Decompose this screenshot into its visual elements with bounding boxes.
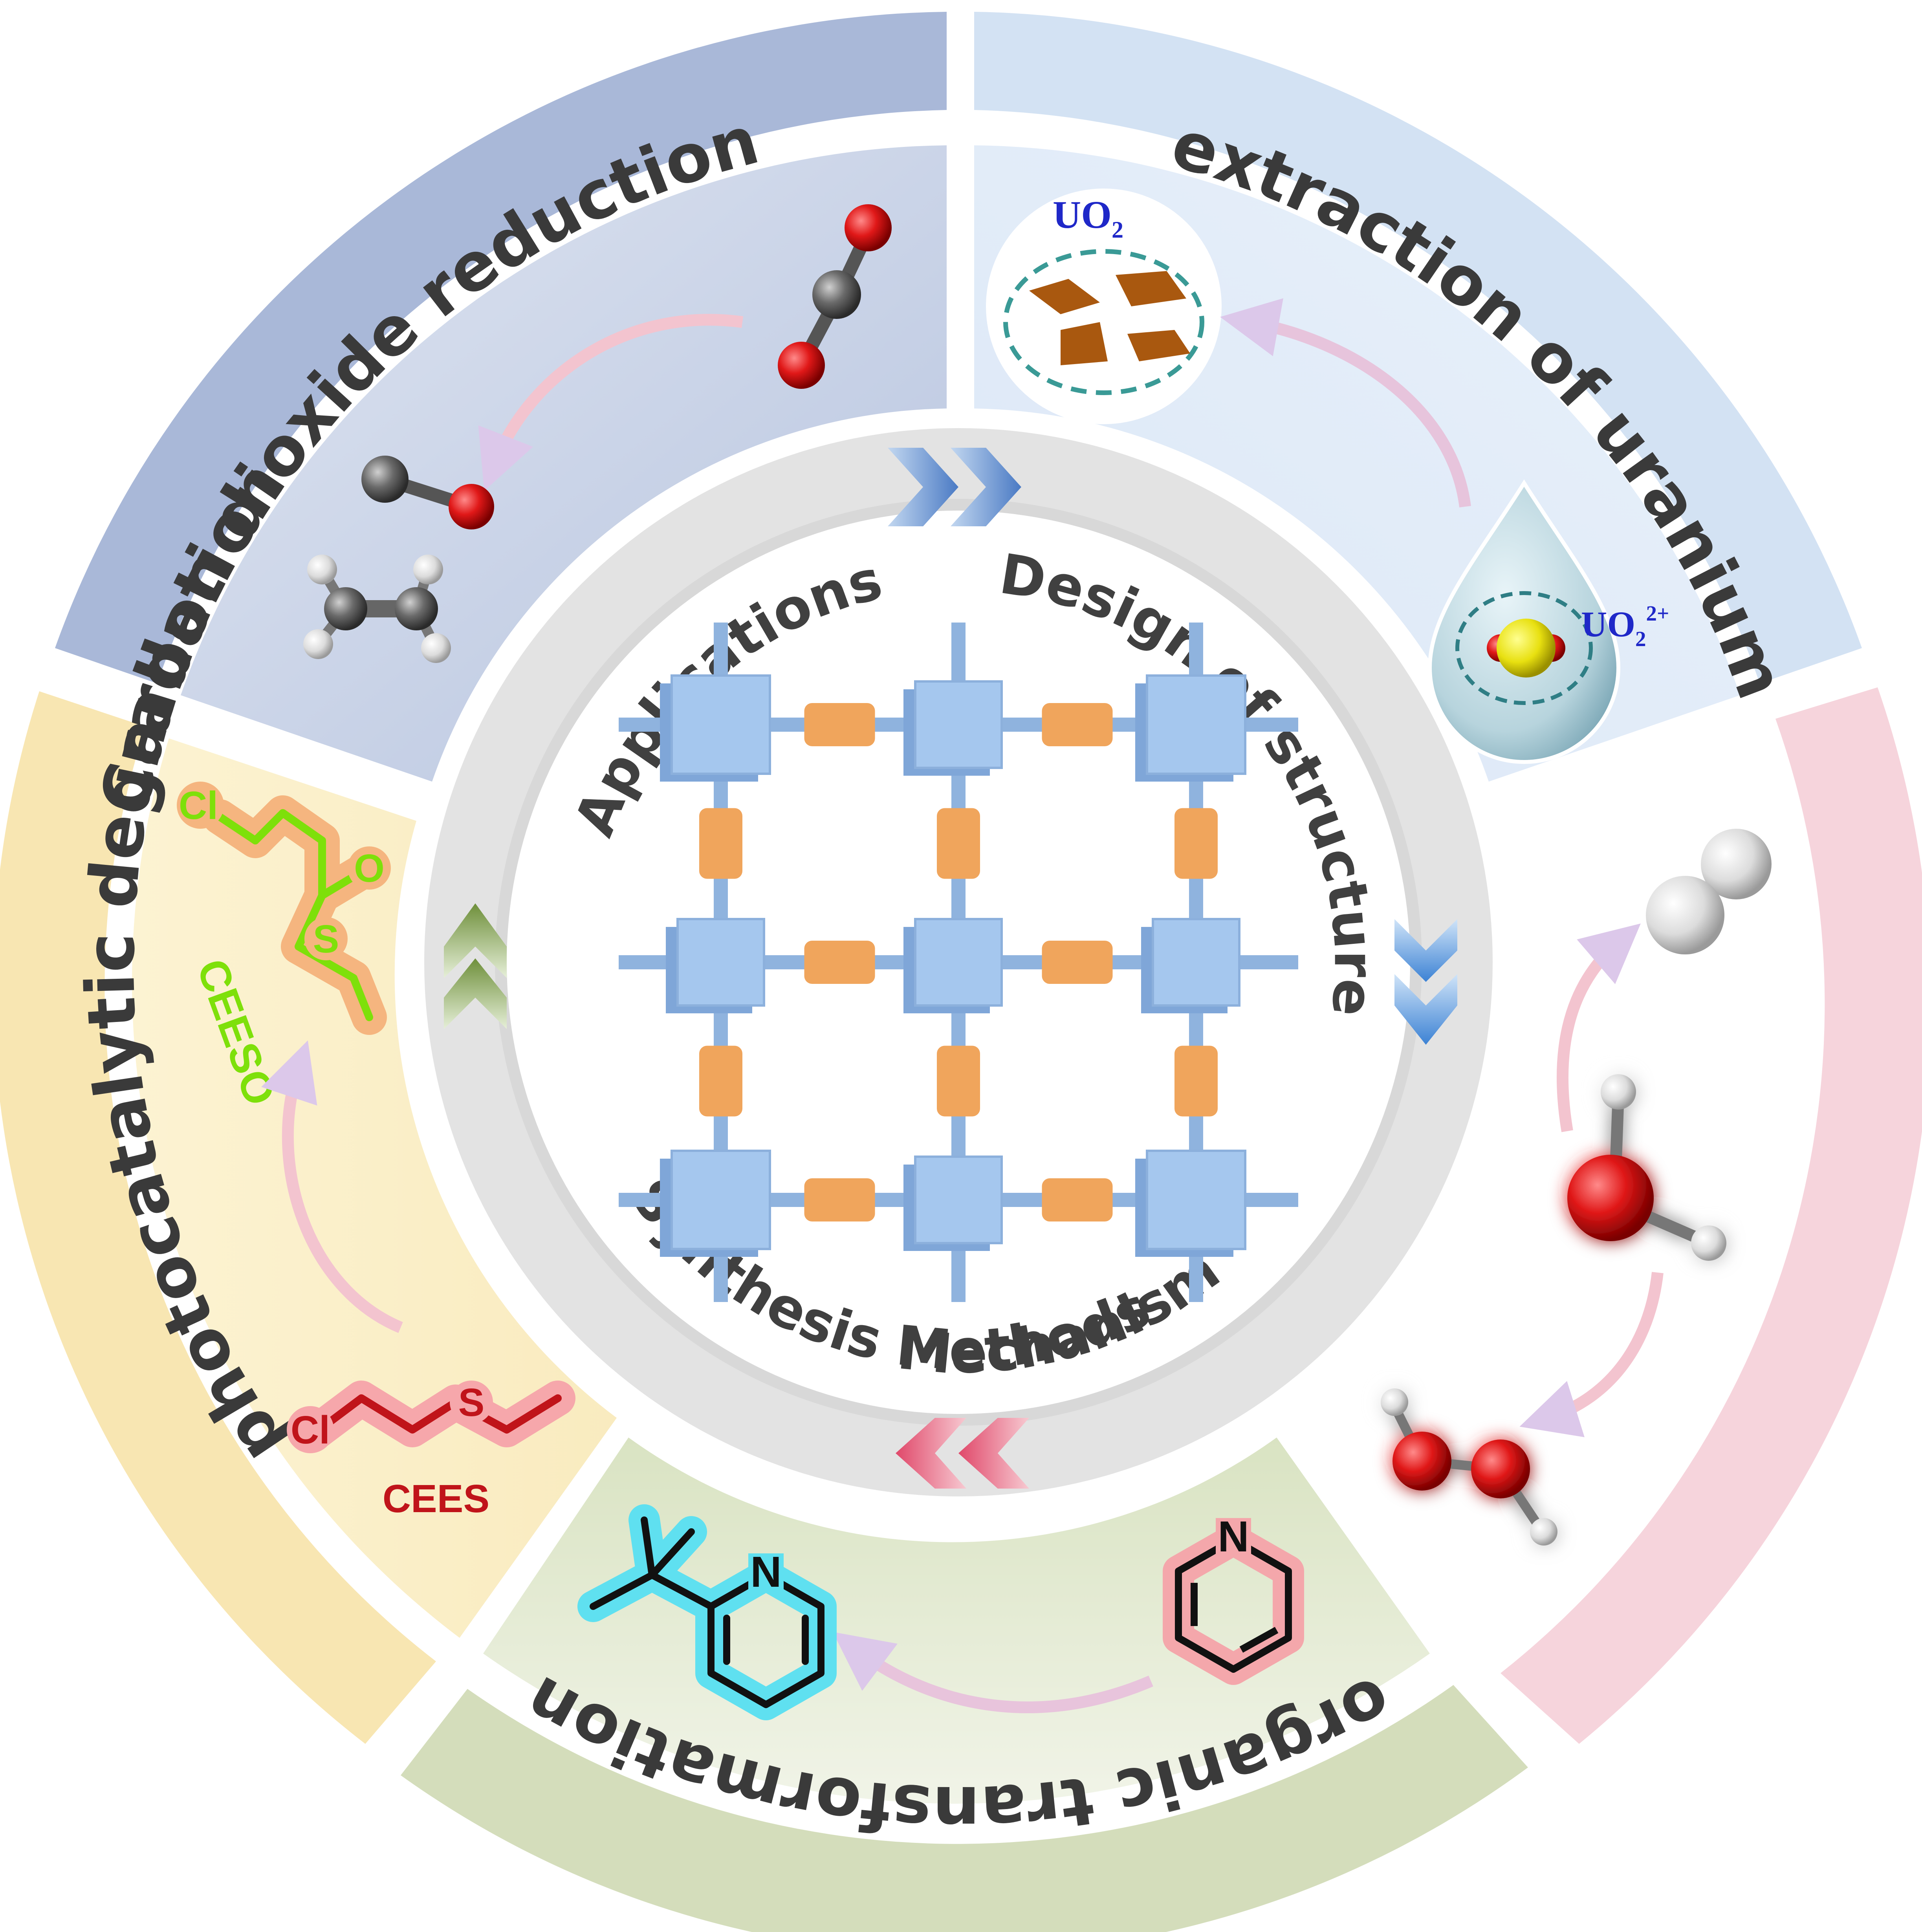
- linker: [937, 1046, 980, 1117]
- framework-structure: [619, 623, 1298, 1302]
- c-atom: [812, 270, 861, 319]
- linker: [1174, 1046, 1218, 1117]
- framework-node: [671, 1150, 771, 1250]
- chevrons-bottom: [896, 1418, 1029, 1489]
- cees-s-label: S: [458, 1381, 485, 1425]
- framework-node: [671, 674, 771, 775]
- linker: [1042, 1178, 1113, 1221]
- h-atom: [1381, 1388, 1408, 1416]
- o-atom: [1471, 1439, 1530, 1498]
- c-atom: [324, 587, 367, 630]
- pyridine-n-label: N: [1218, 1513, 1249, 1561]
- cees-label: CEES: [383, 1477, 489, 1521]
- water-splitting: [1381, 829, 1772, 1546]
- linker: [937, 808, 980, 879]
- uo2-ion-label: UO22+: [1581, 601, 1669, 651]
- framework-node: [914, 918, 1003, 1007]
- c-atom: [395, 587, 438, 630]
- h-atom: [307, 555, 337, 584]
- framework-node: [676, 918, 765, 1007]
- u-atom: [1497, 619, 1556, 678]
- linker: [1042, 703, 1113, 746]
- chevrons-left: [444, 903, 507, 1029]
- h2-inner-sector: [1296, 738, 1797, 1646]
- linker: [1174, 808, 1218, 879]
- o-atom: [778, 342, 825, 389]
- uo2-bubble: [986, 189, 1222, 424]
- linker: [804, 1178, 875, 1221]
- h-atom: [413, 555, 443, 584]
- linker: [699, 808, 742, 879]
- h-atom: [1646, 876, 1724, 954]
- ceeso-s-label: S: [313, 917, 339, 961]
- framework-node: [1146, 1150, 1246, 1250]
- uranium-outer-band: [974, 12, 1862, 683]
- framework-node: [1152, 918, 1240, 1007]
- h-atom: [1691, 1225, 1726, 1261]
- chevrons-top: [888, 448, 1021, 526]
- co2-inner-sector: [181, 145, 947, 782]
- h-atom: [303, 629, 333, 659]
- co2-outer-band: [55, 12, 947, 683]
- degradation-outer-band: [0, 691, 436, 1744]
- o-atom: [449, 484, 494, 529]
- linker: [804, 941, 875, 984]
- h2-outer-band: [1501, 687, 1922, 1744]
- co2-molecules: [303, 204, 892, 663]
- linker: [1042, 941, 1113, 984]
- uo2-label: UO2: [1053, 193, 1123, 243]
- framework-node: [914, 680, 1003, 769]
- linker: [699, 1046, 742, 1117]
- uranium-illustration: UO2 UO22+: [986, 189, 1669, 764]
- c-atom: [361, 456, 409, 503]
- cees-cl-label: Cl: [291, 1408, 330, 1452]
- h-atom: [1530, 1518, 1557, 1546]
- framework-node: [1146, 674, 1246, 775]
- linker: [804, 703, 875, 746]
- framework-node: [914, 1156, 1003, 1244]
- ceeso-cl-label: Cl: [179, 784, 218, 828]
- h-atom: [421, 633, 451, 663]
- h-atom: [1701, 829, 1772, 899]
- chevrons-right: [1394, 919, 1457, 1045]
- o-atom: [845, 204, 892, 251]
- tbu-pyridine-n-label: N: [750, 1548, 781, 1596]
- o-atom: [1567, 1155, 1654, 1241]
- h-atom: [1601, 1074, 1636, 1110]
- organic-inner-sector: [483, 1438, 1430, 1804]
- organic-outer-band: [401, 1685, 1528, 1932]
- o-atom: [1392, 1432, 1451, 1491]
- ceeso-o-label: O: [354, 846, 385, 890]
- organic-molecules: N N: [577, 1504, 1304, 1720]
